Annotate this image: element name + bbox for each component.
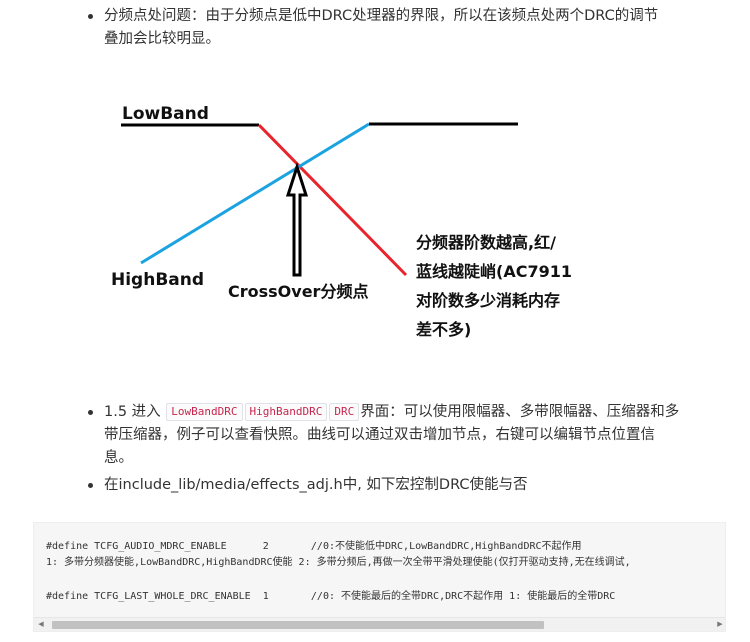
bullet-text-line: 叠加会比较明显。 [104,31,220,47]
horizontal-scrollbar[interactable]: ◀ ▶ [34,617,725,631]
code-line: #define TCFG_AUDIO_MDRC_ENABLE 2 //0:不使能… [46,541,582,552]
bullet-text-line: 带压缩器，例子可以查看快照。曲线可以通过双击增加节点，右键可以编辑节点位置信 [104,427,655,443]
code-tag-highbanddrc: HighBandDRC [244,403,328,421]
bullet-text-line: 息。 [104,450,133,466]
lowband-label: LowBand [122,104,209,124]
diagram-note-line: 蓝线越陡峭(AC7911 [416,262,572,281]
code-line: 1: 多带分频器使能,LowBandDRC,HighBandDRC使能 2: 多… [46,557,631,568]
crossover-diagram-svg: LowBand HighBand CrossOver分频点 分频器阶数越高,红/… [111,104,572,339]
list-item: 分频点处问题：由于分频点是低中DRC处理器的界限，所以在该频点处两个DRC的调节… [88,5,728,51]
bullet-dot [88,410,93,415]
scroll-right-icon[interactable]: ▶ [717,620,723,628]
code-tag-lowbanddrc: LowBandDRC [166,403,243,421]
bullet-text-line: 在include_lib/media/effects_adj.h中, 如下宏控制… [104,477,528,493]
bullet-prefix: 1.5 进入 [104,404,161,420]
scroll-left-icon[interactable]: ◀ [38,620,44,628]
lowband-slope-line [257,123,408,277]
crossover-arrow-icon [285,162,309,277]
bullet-text-line: 分频点处问题：由于分频点是低中DRC处理器的界限，所以在该频点处两个DRC的调节 [104,8,659,24]
highband-label: HighBand [111,270,204,290]
diagram-note-line: 对阶数多少消耗内存 [416,291,560,310]
scrollbar-thumb[interactable] [52,621,544,629]
bullet-suffix: 界面：可以使用限幅器、多带限幅器、压缩器和多 [360,404,680,420]
code-tag-drc: DRC [329,403,360,421]
code-line: #define TCFG_LAST_WHOLE_DRC_ENABLE 1 //0… [46,591,616,602]
code-block[interactable]: #define TCFG_AUDIO_MDRC_ENABLE 2 //0:不使能… [33,522,726,632]
bullet-dot [88,483,93,488]
crossover-diagram: LowBand HighBand CrossOver分频点 分频器阶数越高,红/… [81,49,629,377]
list-item: 在include_lib/media/effects_adj.h中, 如下宏控制… [88,474,728,497]
diagram-note-line: 分频器阶数越高,红/ [416,233,556,252]
bullet-dot [88,14,93,19]
diagram-note-line: 差不多) [416,320,471,339]
highband-slope-line [140,122,370,265]
crossover-label: CrossOver分频点 [228,282,368,301]
